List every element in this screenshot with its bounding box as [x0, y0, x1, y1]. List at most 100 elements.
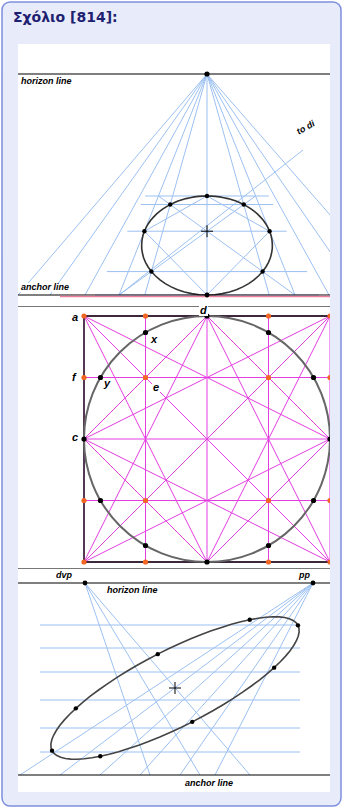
line-label: horizon line [106, 586, 159, 595]
point-dot [74, 706, 78, 710]
point-dot [327, 559, 330, 564]
construction-line [85, 583, 150, 775]
point-dot [81, 436, 86, 441]
point-dot [272, 665, 276, 669]
point-dot [266, 559, 271, 564]
point-letter: c [71, 432, 79, 443]
construction-line [141, 204, 273, 205]
point-dot [205, 194, 209, 198]
point-dot [248, 618, 252, 622]
construction-line [60, 583, 313, 775]
construction-line [158, 196, 295, 295]
point-dot [205, 293, 210, 298]
point-dot [266, 330, 271, 335]
construction-line [100, 583, 313, 775]
point-letter: x [150, 334, 158, 345]
construction-line [119, 74, 207, 295]
frame [2, 2, 341, 806]
construction-line [207, 231, 270, 295]
anchor-line [18, 774, 330, 775]
construction-line [207, 74, 208, 295]
point-dot [266, 543, 271, 548]
point-dot [327, 436, 330, 441]
construction-line [107, 271, 307, 272]
construction-line [18, 74, 207, 295]
construction-line [207, 316, 330, 562]
point-dot [311, 498, 316, 503]
point-dot [143, 559, 148, 564]
construction-line [207, 439, 330, 562]
point-dot [143, 543, 148, 548]
point-letter: f [71, 372, 77, 383]
point-dot [327, 313, 330, 318]
separator [18, 568, 330, 569]
construction-line [40, 728, 300, 729]
point-dot [143, 313, 148, 318]
point-dot [81, 375, 86, 380]
construction-line [84, 316, 207, 562]
point-dot [266, 498, 271, 503]
point-dot [143, 375, 148, 380]
line-label: anchor line [20, 283, 70, 292]
point-dot [296, 623, 300, 627]
point-dot [81, 559, 86, 564]
point-dot [98, 754, 102, 758]
construction-line [84, 316, 207, 439]
point-dot [267, 229, 271, 233]
construction-line [84, 316, 330, 439]
construction-line [84, 316, 330, 562]
point-dot [81, 498, 86, 503]
horizon-line [18, 582, 330, 583]
construction-line [85, 583, 200, 775]
point-dot [311, 375, 316, 380]
perspective-ellipse [142, 196, 273, 295]
point-dot [168, 202, 172, 206]
distance-line [119, 150, 303, 295]
construction-line [40, 752, 300, 753]
point-dot [260, 269, 264, 273]
construction-line [215, 583, 313, 775]
point-dot [81, 313, 86, 318]
image-ground [18, 44, 330, 792]
anchor-line [18, 294, 330, 295]
anchor-highlight [60, 296, 330, 298]
separator [18, 306, 330, 307]
point-dot [143, 330, 148, 335]
construction-line [40, 672, 300, 673]
construction-line [40, 700, 300, 701]
construction-line [20, 583, 313, 775]
construction-line [50, 74, 207, 295]
point-letter: y [103, 378, 111, 389]
construction-line [180, 583, 313, 775]
construction-line [84, 439, 207, 562]
circle [84, 316, 330, 562]
construction-line [84, 316, 207, 562]
point-letter: a [71, 312, 79, 323]
point-dot [266, 375, 271, 380]
center-cross [207, 225, 208, 237]
point-dot [142, 229, 146, 233]
construction-line [84, 439, 330, 562]
point-dot [156, 652, 160, 656]
point-dot [204, 71, 209, 76]
point-dot [242, 202, 246, 206]
rotated-ellipse [51, 617, 299, 759]
point-dot [50, 748, 54, 752]
point-dot [205, 293, 209, 297]
point-letter: d [199, 305, 208, 316]
construction-line [84, 316, 330, 439]
line-label: pp [298, 571, 311, 580]
point-dot [311, 581, 316, 586]
line-label: horizon line [20, 77, 73, 86]
horizon-line [18, 73, 330, 74]
point-dot [149, 269, 153, 273]
construction-line [85, 583, 250, 775]
point-dot [143, 498, 148, 503]
construction-line [207, 316, 330, 439]
rotated-ellipse-construction [18, 581, 330, 775]
construction-line [140, 583, 313, 775]
construction-line [207, 316, 330, 562]
point-letter: e [152, 382, 160, 393]
point-dot [327, 375, 330, 380]
